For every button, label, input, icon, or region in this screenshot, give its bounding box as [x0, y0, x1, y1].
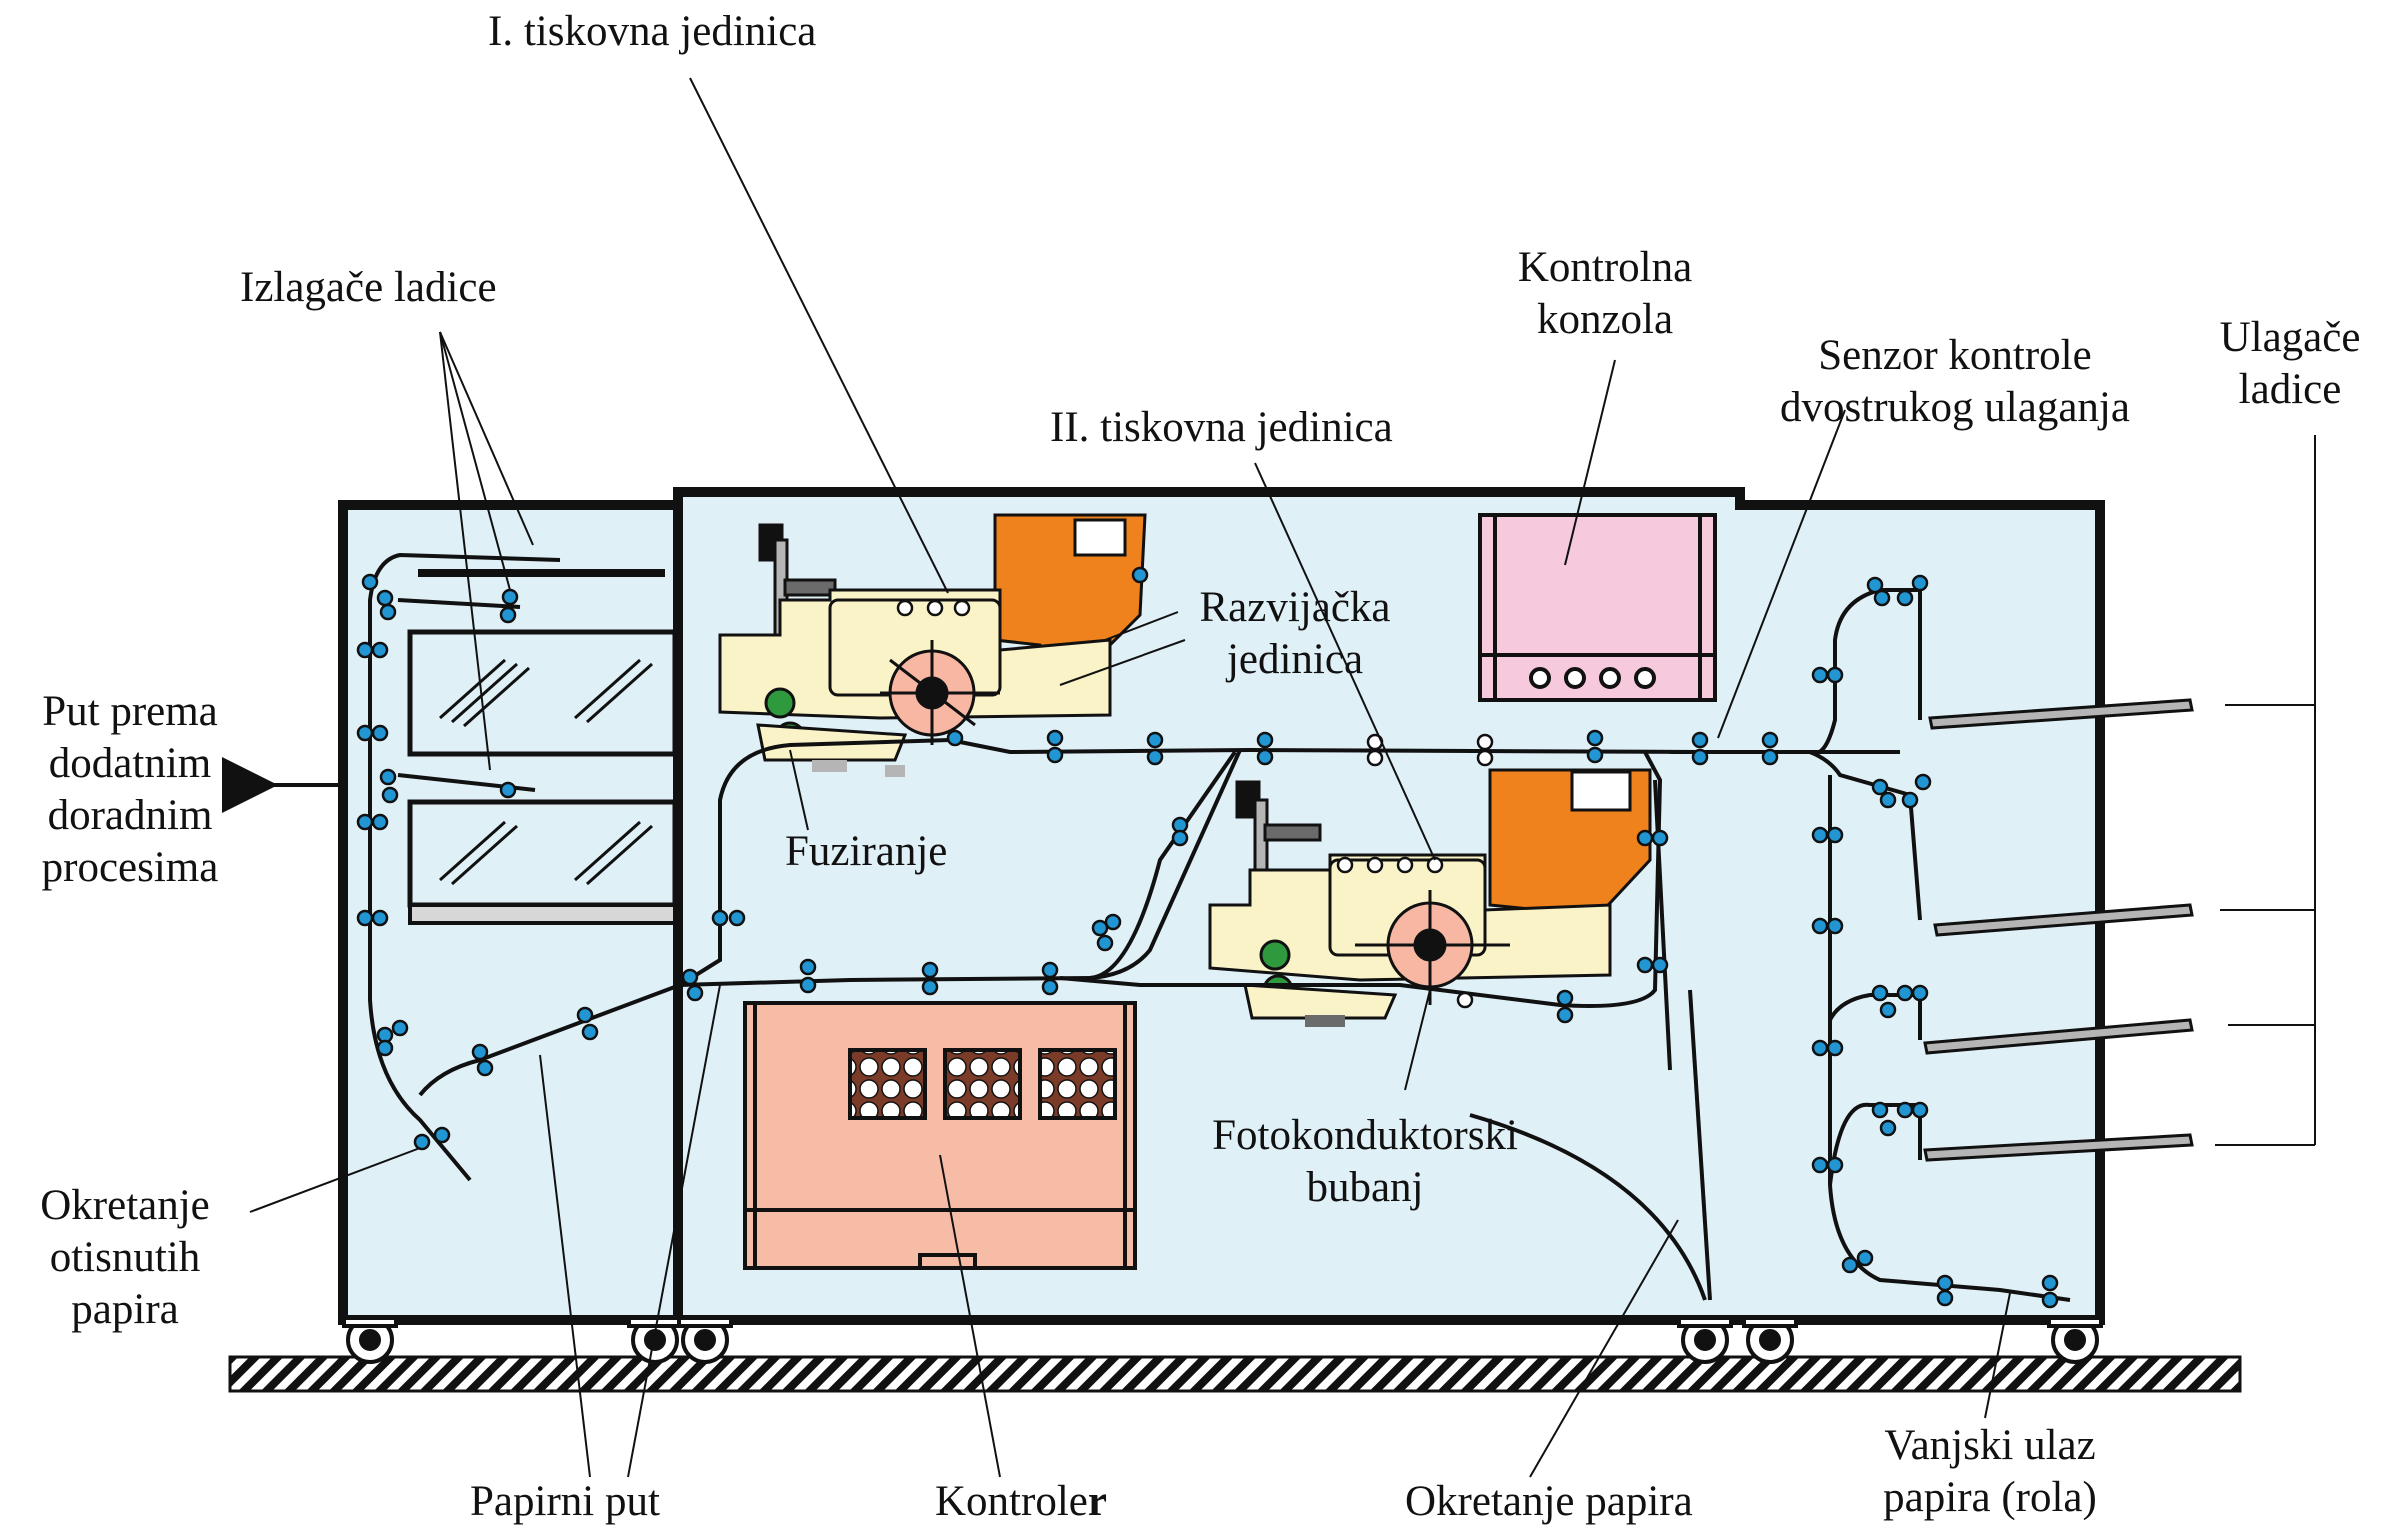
label-printed-paper-turnover: Okretanje otisnutih papira — [40, 1182, 210, 1333]
label-fusing: Fuziranje — [785, 828, 948, 875]
label-photoconductor-drum: Fotokonduktorski bubanj — [1212, 1112, 1518, 1211]
label-input-trays: Ulagače ladice — [2219, 314, 2361, 413]
sensors — [356, 566, 2059, 1309]
label-developer-unit: Razvijačka jedinica — [1199, 584, 1391, 683]
label-output-trays: Izlagače ladice — [240, 264, 497, 311]
label-controller: Kontroler — [935, 1478, 1107, 1525]
floor — [228, 1355, 2242, 1393]
input-trays — [1923, 698, 2194, 1162]
casters — [342, 1316, 2103, 1364]
label-external-input: Vanjski ulaz papira (rola) — [1883, 1422, 2097, 1521]
paper-path — [368, 552, 2071, 1302]
label-double-feed-sensor: Senzor kontrole dvostrukog ulaganja — [1780, 332, 2130, 431]
controller-unit — [743, 1001, 1137, 1270]
label-further-processing: Put prema dodatnim doradnim procesima — [41, 688, 219, 891]
label-paper-path: Papirni put — [470, 1478, 660, 1525]
output-trays — [407, 569, 678, 925]
label-control-console: Kontrolna konzola — [1517, 244, 1693, 343]
label-print-unit-2: II. tiskovna jedinica — [1050, 404, 1393, 451]
print-unit-1 — [718, 513, 1147, 777]
leader-lines — [249, 77, 2316, 1478]
label-print-unit-1: I. tiskovna jedinica — [488, 8, 817, 55]
control-console — [1478, 513, 1717, 702]
label-paper-turnover: Okretanje papira — [1405, 1478, 1693, 1525]
